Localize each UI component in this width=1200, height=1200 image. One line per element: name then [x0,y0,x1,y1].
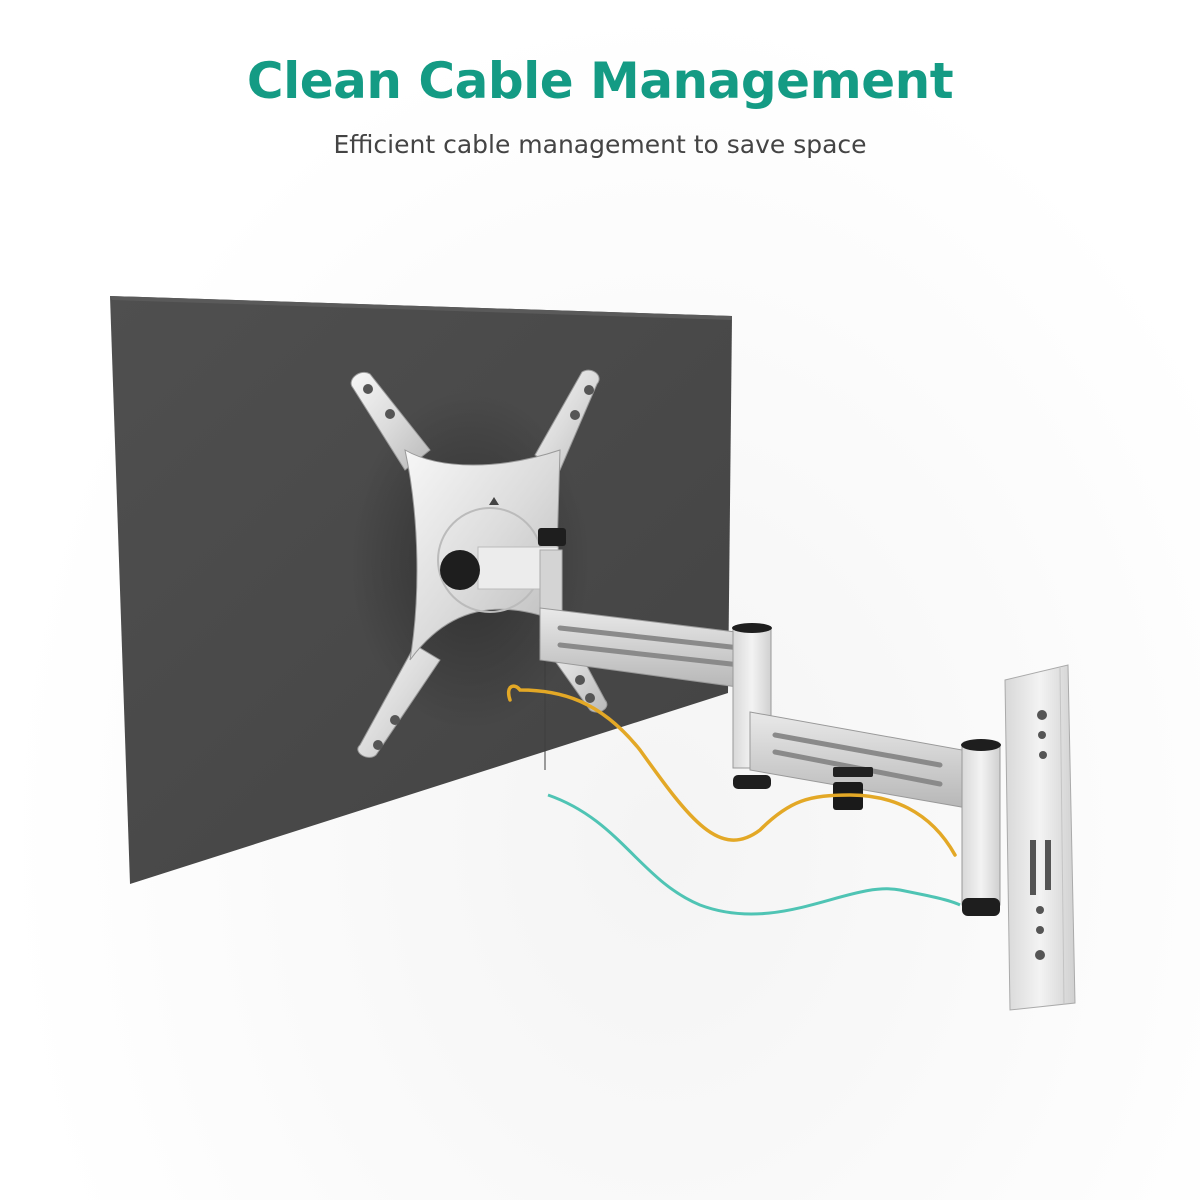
swivel-arm [440,528,1001,916]
wall-plate [1004,664,1076,1011]
page-title: Clean Cable Management [246,52,954,110]
teal-cable [547,793,961,916]
vesa-plate [350,369,608,758]
vesa-plate-holes [363,384,595,750]
yellow-cable [507,684,957,857]
page-subtitle: Efficient cable management to save space [333,130,867,159]
